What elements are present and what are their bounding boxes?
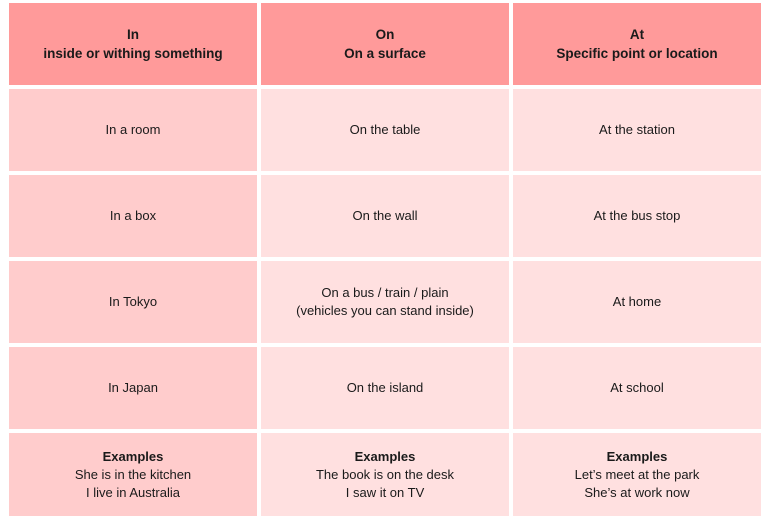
examples-label: Examples [606,448,668,464]
examples-cell-at: Examples Let’s meet at the park She’s at… [513,433,761,516]
examples-cell-in: Examples She is in the kitchen I live in… [9,433,257,516]
table-cell: In Tokyo [9,261,257,343]
example-line: She’s at work now [584,484,690,500]
example-line: I saw it on TV [345,484,425,500]
header-at: At Specific point or location [513,3,761,85]
example-line: The book is on the desk [315,466,455,482]
table-cell: At the station [513,89,761,171]
example-line: I live in Australia [86,484,180,500]
header-in: In inside or withing something [9,3,257,85]
table-cell: In Japan [9,347,257,429]
header-at-title: At [629,27,645,42]
example-line: She is in the kitchen [74,466,192,482]
cell-note: (vehicles you can stand inside) [296,303,474,318]
header-on-subtitle: On a surface [344,46,426,61]
header-on: On On a surface [261,3,509,85]
header-at-subtitle: Specific point or location [556,46,718,61]
example-line: Let’s meet at the park [574,466,700,482]
table-cell: On the table [261,89,509,171]
header-in-subtitle: inside or withing something [43,46,223,61]
examples-label: Examples [354,448,416,464]
header-on-title: On [375,27,395,42]
table-cell: At the bus stop [513,175,761,257]
table-cell: On the island [261,347,509,429]
cell-text: On a bus / train / plain [321,285,449,300]
table-cell: At school [513,347,761,429]
table-cell: At home [513,261,761,343]
table-cell: In a room [9,89,257,171]
table-cell: On a bus / train / plain (vehicles you c… [261,261,509,343]
table-cell: On the wall [261,175,509,257]
examples-label: Examples [102,448,164,464]
header-in-title: In [126,27,139,42]
examples-cell-on: Examples The book is on the desk I saw i… [261,433,509,516]
table-cell: In a box [9,175,257,257]
